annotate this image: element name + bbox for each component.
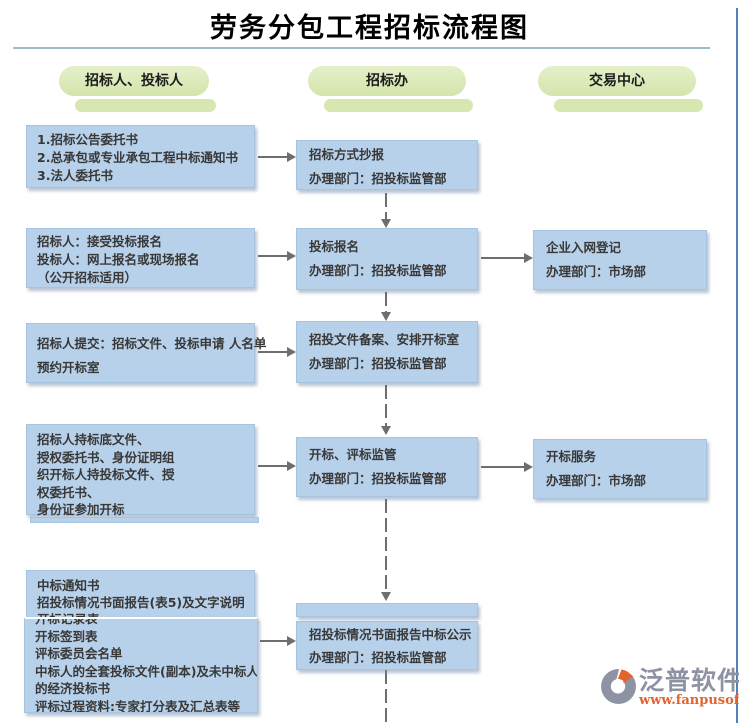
flow-line: 办理部门：市场部 [546,473,647,488]
flow-line: 权委托书、 [37,484,100,500]
flow-box-r5-mid-strip [296,603,478,617]
flow-box-r2-mid: 投标报名 办理部门：招投标监管部 [296,228,478,290]
flow-line: 招标方式抄报 [309,147,385,162]
flow-line: 开标记录表 [37,611,244,621]
page-title: 劳务分包工程招标流程图 [210,13,529,44]
flow-line: 投标报名 [309,239,360,254]
flow-box-r4-left: 招标人持标底文件、 授权委托书、身份证明组 织开标人持投标文件、授 权委托书、 … [26,424,255,517]
flow-box-r2-left: 招标人：接受投标报名 投标人：网上报名或现场报名 （公开招标适用） [26,228,255,288]
flow-box-r5-left-back: 中标通知书 招投标情况书面报告(表5)及文字说明 开标记录表 [26,570,255,622]
flow-line: 的经济投标书 [35,681,111,696]
flow-line: 招标人：接受投标报名 [37,234,163,249]
fanpu-logo-text: 泛普软件 [639,666,739,695]
lane-header-bidders: 招标人、投标人 [59,66,216,112]
arrow-r2-left-to-mid [258,251,296,261]
flow-line: 办理部门：招投标监管部 [309,650,447,665]
flow-line: 身份证参加开标 [37,502,125,517]
flow-line: 中标通知书 [37,578,100,593]
arrow-r3-down [381,385,391,435]
arrow-r5-left-to-mid [260,636,296,646]
flow-line: 授权委托书、身份证明组 [37,449,175,465]
flow-line: 3.法人委托书 [37,168,113,183]
flow-box-r5-left-front: 开标记录表 开标签到表 评标委员会名单 中标人的全套投标文件(副本)及未中标人 … [24,617,258,713]
flow-box-r3-mid: 招投文件备案、安排开标室 办理部门：招投标监管部 [296,321,478,383]
arrow-r4-mid-to-right [481,462,533,472]
flow-line: 招投文件备案、安排开标室 [309,332,460,347]
flow-line: 招投标情况书面报告中标公示 [309,627,472,642]
flow-line: 2.总承包或专业承包工程中标通知书 [37,150,238,165]
flow-line: 投标人：网上报名或现场报名 [37,252,200,267]
flow-line: 中标人的全套投标文件(副本)及未中标人 [35,663,258,679]
flow-line: 企业入网登记 [546,240,622,255]
flow-box-r3-left: 招标人提交：招标文件、投标申请 人名单 预约开标室 [26,323,267,383]
fanpu-logo-icon [601,669,636,704]
arrow-r4-down [381,499,391,601]
arrow-r1-down [381,193,391,228]
flow-line: 招标人持标底文件、 [37,432,150,447]
flow-line: 评标委员会名单 [35,646,123,661]
flow-box-r2-right: 企业入网登记 办理部门：市场部 [533,230,707,290]
page-frame-line [736,8,738,723]
lane-header-bid-office: 招标办 [308,66,473,112]
flow-box-r4-right: 开标服务 办理部门：市场部 [533,439,707,499]
flow-box-r4-mid: 开标、评标监管 办理部门：招投标监管部 [296,437,478,497]
flow-line: 办理部门：市场部 [546,264,647,279]
flow-box-r1-mid: 招标方式抄报 办理部门：招投标监管部 [296,140,478,190]
flow-line: 招投标情况书面报告(表5)及文字说明 [37,595,245,610]
lane-header-trade-center: 交易中心 [538,66,703,112]
flow-line: 评标过程资料:专家打分表及汇总表等 [35,698,240,713]
arrow-r2-mid-to-right [481,253,533,263]
arrow-r3-left-to-mid [258,347,296,357]
line-r5-down [385,670,387,723]
flow-line: 办理部门：招投标监管部 [309,171,447,186]
flow-line: 预约开标室 [37,360,100,375]
arrow-r1-left-to-mid [258,152,296,162]
flow-line: 开标、评标监管 [309,447,397,462]
flow-line: 开标签到表 [35,628,98,644]
title-divider [13,47,710,49]
flow-line: 办理部门：招投标监管部 [309,263,447,278]
flow-box-r4-left-shadow [30,517,259,523]
flow-line: 办理部门：招投标监管部 [309,471,447,486]
arrow-r4-left-to-mid [258,461,296,471]
fanpu-logo[interactable]: 泛普软件 www.fanpusoft.com [600,666,739,708]
flow-line: 1.招标公告委托书 [37,132,138,147]
flow-line: 办理部门：招投标监管部 [309,356,447,371]
flow-line: 招标人提交：招标文件、投标申请 人名单 [37,336,267,351]
flow-line: 开标服务 [546,449,597,464]
flow-line: 开标记录表 [35,617,98,626]
flow-line: （公开招标适用） [37,270,138,285]
flow-line: 织开标人持投标文件、授 [37,467,175,482]
fanpu-logo-website[interactable]: www.fanpusoft.com [639,693,739,708]
arrow-r2-down [381,292,391,321]
flow-box-r1-left: 1.招标公告委托书 2.总承包或专业承包工程中标通知书 3.法人委托书 [26,125,255,188]
flow-box-r5-mid: 招投标情况书面报告中标公示 办理部门：招投标监管部 [296,621,478,670]
